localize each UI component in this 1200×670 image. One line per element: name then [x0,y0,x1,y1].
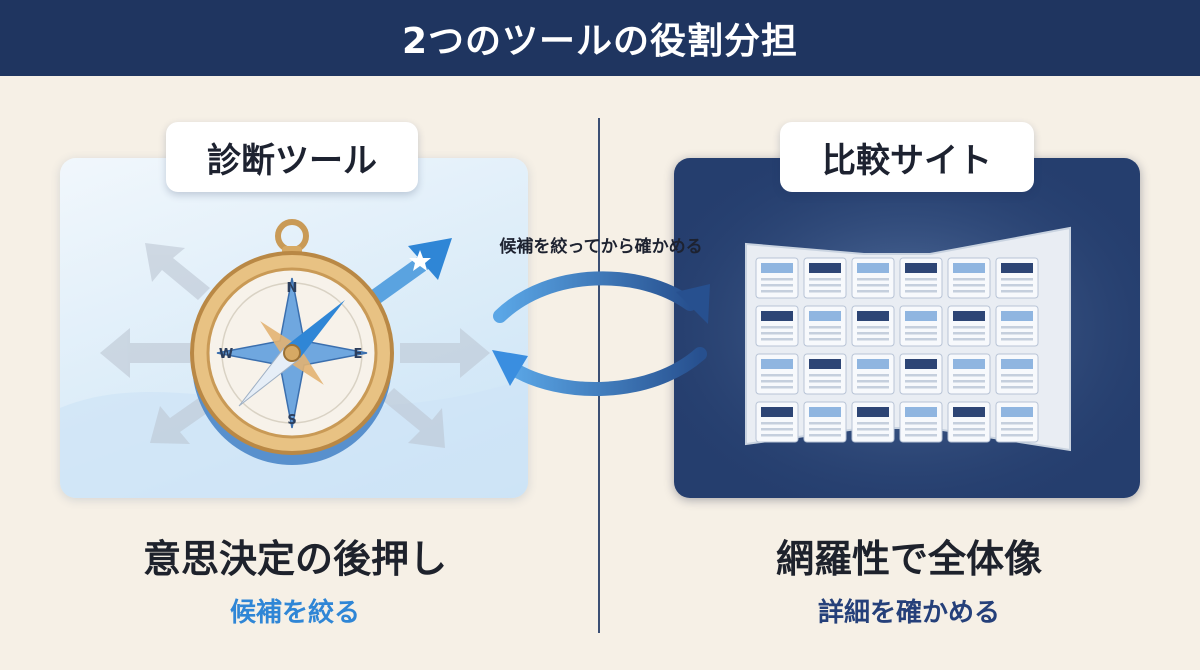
header-bar: 2つのツールの役割分担 [0,0,1200,76]
comparison-site-panel [674,158,1140,498]
diagnosis-tool-subtitle: 候補を絞る [229,598,360,628]
comparison-card [851,305,895,347]
comparison-card [803,257,847,299]
comparison-card [851,257,895,299]
comparison-card [803,353,847,395]
cycle-label: 候補を絞ってから確かめる [499,237,703,257]
comparison-card [755,305,799,347]
comparison-card [947,401,991,443]
card-grid-illustration [674,158,1140,498]
compass-south-label: S [287,413,296,428]
comparison-site-title: 網羅性で全体像 [775,537,1042,581]
diagnosis-tool-label: 診断ツール [166,122,418,192]
diagnosis-tool-panel: N E S W [60,158,528,498]
comparison-card [947,353,991,395]
comparison-card [755,401,799,443]
faded-arrow-icon [382,388,445,448]
comparison-site-label: 比較サイト [780,122,1034,192]
compass-ring [275,219,309,253]
center-divider [598,118,600,633]
faded-arrow-icon [100,328,190,378]
comparison-card [755,257,799,299]
cycle-arrows-icon [492,271,710,396]
comparison-site-subtitle: 詳細を確かめる [817,598,1000,628]
comparison-card [899,353,943,395]
compass-east-label: E [354,347,363,362]
page-title: 2つのツールの役割分担 [401,21,799,62]
compass-west-label: W [219,347,233,362]
comparison-card [947,305,991,347]
comparison-card [803,401,847,443]
card-grid [755,257,1039,443]
comparison-card [755,353,799,395]
comparison-card [995,401,1039,443]
diagnosis-tool-title: 意思決定の後押し [142,537,447,581]
comparison-card [995,257,1039,299]
comparison-card [947,257,991,299]
comparison-card [995,353,1039,395]
comparison-card [851,353,895,395]
comparison-card [899,401,943,443]
comparison-card [851,401,895,443]
comparison-card [803,305,847,347]
compass-illustration: N E S W [60,219,528,498]
comparison-card [899,257,943,299]
comparison-card [995,305,1039,347]
compass-north-label: N [287,281,298,296]
faded-arrow-icon [145,243,210,300]
faded-arrow-icon [400,328,490,378]
comparison-card [899,305,943,347]
